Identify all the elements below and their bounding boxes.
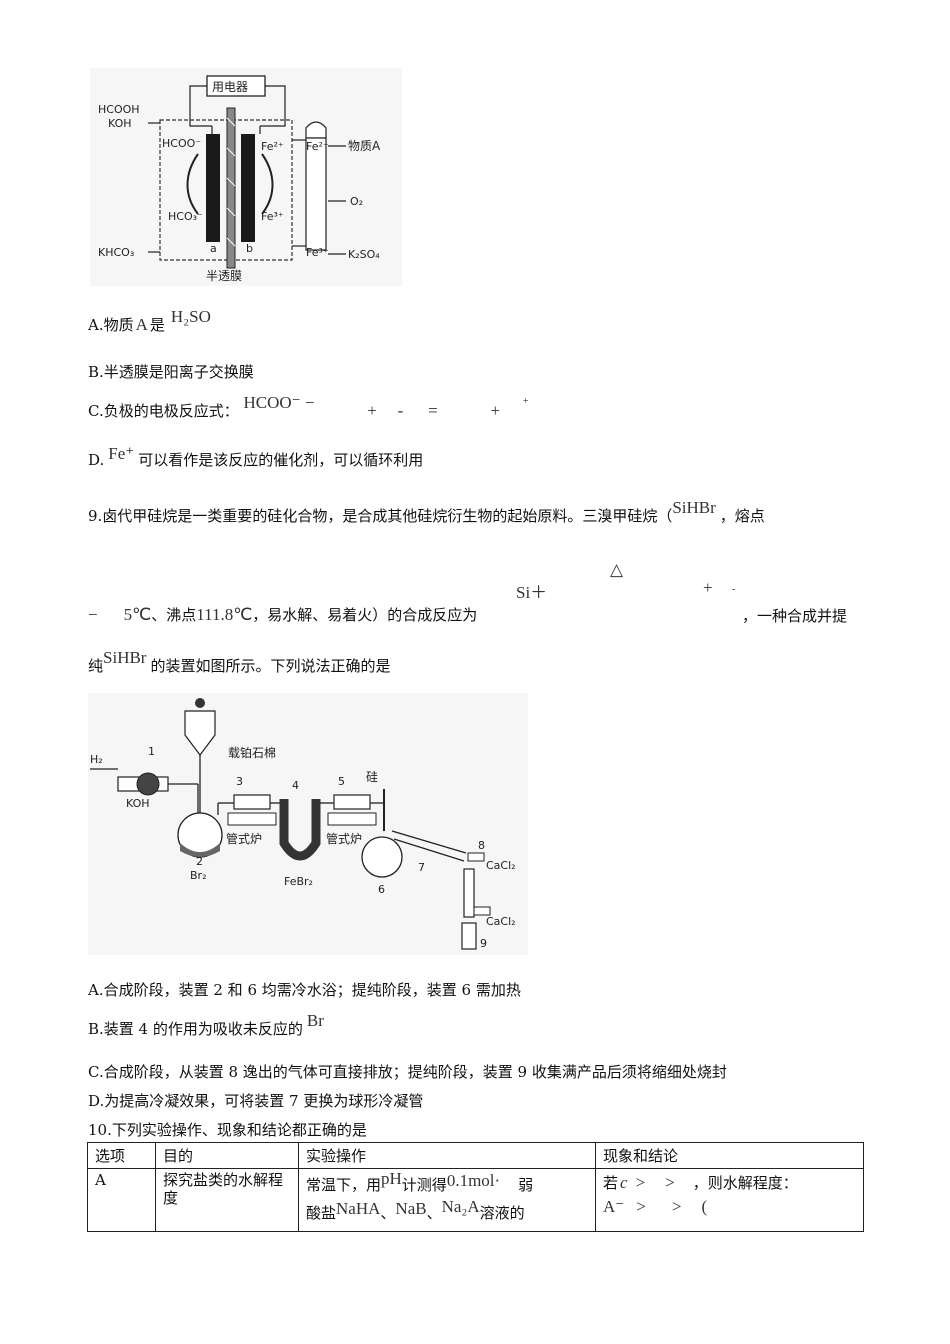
si-label: 硅 — [366, 770, 378, 784]
u-tube-4 — [279, 799, 321, 861]
cell-purpose: 探究盐类的水解程度 — [155, 1168, 299, 1232]
funnel-stopper — [195, 698, 205, 708]
q8-option-c: C.负极的电极反应式： HCOO⁻ − + - = + + — [88, 393, 529, 420]
n8-label: 8 — [478, 839, 485, 852]
n4-label: 4 — [292, 779, 299, 792]
q9-eq-si: Si＋ — [516, 583, 548, 602]
arrow-cathode — [261, 153, 274, 215]
febr2-label: FeBr₂ — [284, 875, 313, 888]
device-label: 用电器 — [212, 80, 248, 94]
h2-label: H₂ — [90, 753, 103, 766]
q10-title: 10.下列实验操作、现象和结论都正确的是 — [88, 1121, 367, 1139]
q9-eq-dash: - — [732, 584, 736, 595]
cacl2-2-label: CaCl₂ — [486, 915, 516, 928]
header-operation: 实验操作 — [298, 1142, 596, 1169]
n1-label: 1 — [148, 745, 155, 758]
ion-fe2-cell: Fe²⁺ — [261, 140, 284, 153]
catalyst-label: 载铂石棉 — [228, 745, 276, 760]
table-row: A 探究盐类的水解程度 常温下，用pH计测得0.1mol·弱 酸盐NaHA、Na… — [87, 1168, 864, 1232]
header-result: 现象和结论 — [595, 1142, 864, 1169]
br2-label: Br₂ — [190, 869, 206, 882]
apparatus-diagram: H₂ 1 KOH 2 Br₂ 载铂石棉 3 管式炉 4 FeBr₂ 5 硅 — [88, 693, 528, 955]
n6-label: 6 — [378, 883, 385, 896]
ion-fe3-cell: Fe³⁺ — [261, 210, 284, 223]
o2-label: O₂ — [350, 195, 363, 208]
ion-hcoo: HCOO⁻ — [162, 137, 201, 150]
q8-option-b: B.半透膜是阳离子交换膜 — [88, 363, 254, 381]
apparatus-svg: H₂ 1 KOH 2 Br₂ 载铂石棉 3 管式炉 4 FeBr₂ 5 硅 — [90, 698, 516, 950]
cacl2-1-label: CaCl₂ — [486, 859, 516, 872]
q9-option-d: D.为提高冷凝效果，可将装置 7 更换为球形冷凝管 — [88, 1092, 424, 1110]
q8-option-d: D.Fe⁺可以看作是该反应的催化剂，可以循环利用 — [88, 444, 424, 469]
cell-option: A — [87, 1168, 156, 1232]
n2-label: 2 — [196, 855, 203, 868]
inlet-hcooh: HCOOH — [98, 103, 140, 116]
electrode-a — [206, 134, 220, 242]
electrode-b-label: b — [246, 242, 253, 255]
flask-6 — [361, 836, 403, 878]
wire-right — [260, 85, 286, 127]
wire-left — [189, 85, 212, 127]
fuel-cell-svg: 用电器 HCOOH KOH HCOO⁻ HCO₃⁻ KHCO₃ a b 半透膜 … — [98, 75, 381, 283]
electrode-a-label: a — [210, 242, 217, 255]
q9-option-c: C.合成阶段，从装置 8 逸出的气体可直接排放；提纯阶段，装置 9 收集满产品后… — [88, 1063, 727, 1081]
n5-label: 5 — [338, 775, 345, 788]
cell-outline — [159, 119, 293, 261]
q9-stem-line2: −5℃、沸点111.8℃，易水解、易着火）的合成反应为 — [88, 605, 478, 624]
q9-stem-line1: 9.卤代甲硅烷是一类重要的硅化合物，是合成其他硅烷衍生物的起始原料。三溴甲硅烷（… — [88, 498, 765, 525]
inlet-koh: KOH — [108, 117, 132, 130]
header-purpose: 目的 — [155, 1142, 299, 1169]
ion-fe2-tube: Fe²⁺ — [306, 140, 329, 153]
q9-stem-line2-end: ，一种合成并提 — [742, 607, 848, 625]
tube-5 — [333, 794, 371, 810]
tube-3 — [233, 794, 271, 810]
membrane — [226, 107, 236, 269]
table-header-row: 选项 目的 实验操作 现象和结论 — [87, 1142, 864, 1169]
substance-a-label: 物质A — [348, 139, 381, 153]
q10-table: 选项 目的 实验操作 现象和结论 A 探究盐类的水解程度 常温下，用pH计测得0… — [87, 1142, 864, 1232]
arrow-anode — [186, 153, 199, 215]
electrode-b — [241, 134, 255, 242]
adapter — [463, 868, 475, 918]
q9-eq-delta: △ — [610, 560, 624, 579]
condenser-7 — [391, 830, 467, 854]
ion-fe3-tube: Fe³⁺ — [306, 246, 329, 259]
collector-9 — [461, 922, 477, 950]
k2so4-label: K₂SO₄ — [348, 248, 380, 261]
membrane-label: 半透膜 — [206, 269, 242, 283]
koh-label: KOH — [126, 797, 150, 810]
n7-label: 7 — [418, 861, 425, 874]
ion-hco3: HCO₃⁻ — [168, 210, 203, 223]
n3-label: 3 — [236, 775, 243, 788]
cell-operation: 常温下，用pH计测得0.1mol·弱 酸盐NaHA、NaB、Na₂A溶液的 — [298, 1168, 596, 1232]
q9-option-a: A.合成阶段，装置 2 和 6 均需冷水浴；提纯阶段，装置 6 需加热 — [88, 981, 521, 999]
separatory-funnel — [184, 710, 216, 756]
furnace-1-label: 管式炉 — [226, 831, 262, 846]
fuel-cell-diagram: 用电器 HCOOH KOH HCOO⁻ HCO₃⁻ KHCO₃ a b 半透膜 … — [90, 68, 402, 286]
furnace-2-label: 管式炉 — [326, 831, 362, 846]
koh-bulb — [136, 772, 160, 796]
header-option: 选项 — [87, 1142, 156, 1169]
n9-label: 9 — [480, 937, 487, 950]
q9-eq-plus: + — [703, 578, 713, 597]
outlet-khco3: KHCO₃ — [98, 246, 134, 259]
side-tube — [305, 137, 327, 251]
